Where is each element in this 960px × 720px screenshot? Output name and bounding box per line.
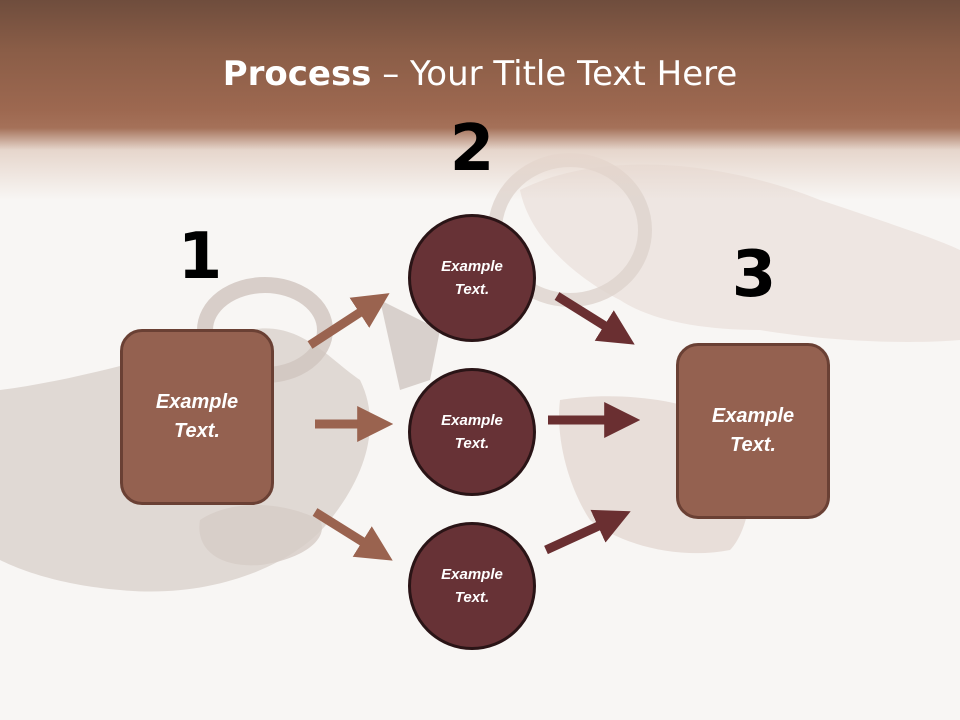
step-1-box-label: Example Text. [155, 391, 239, 442]
circle-top-label: Example Text. [441, 258, 503, 298]
step-2-circle-top[interactable]: Example Text. [408, 214, 536, 342]
arrow-1-to-bottom [312, 508, 393, 561]
circle-bottom-label: Example Text. [441, 566, 503, 606]
step-number-2: 2 [449, 112, 495, 186]
step-3-box-label: Example Text. [711, 405, 795, 456]
step-2-circle-bottom[interactable]: Example Text. [408, 522, 536, 650]
step-number-3: 3 [731, 238, 777, 312]
slide-title: Process – Your Title Text Here [0, 52, 960, 96]
step-3-box[interactable]: Example Text. [676, 343, 830, 519]
title-rest: – Your Title Text Here [371, 54, 738, 94]
arrow-top-to-3 [554, 292, 635, 345]
arrow-1-to-top [307, 293, 390, 349]
step-number-1: 1 [177, 220, 223, 294]
title-banner [0, 0, 960, 200]
step-1-box[interactable]: Example Text. [120, 329, 274, 505]
circle-middle-label: Example Text. [441, 412, 503, 452]
step-2-circle-middle[interactable]: Example Text. [408, 368, 536, 496]
title-bold: Process [222, 54, 372, 94]
arrow-bottom-to-3 [544, 509, 631, 555]
